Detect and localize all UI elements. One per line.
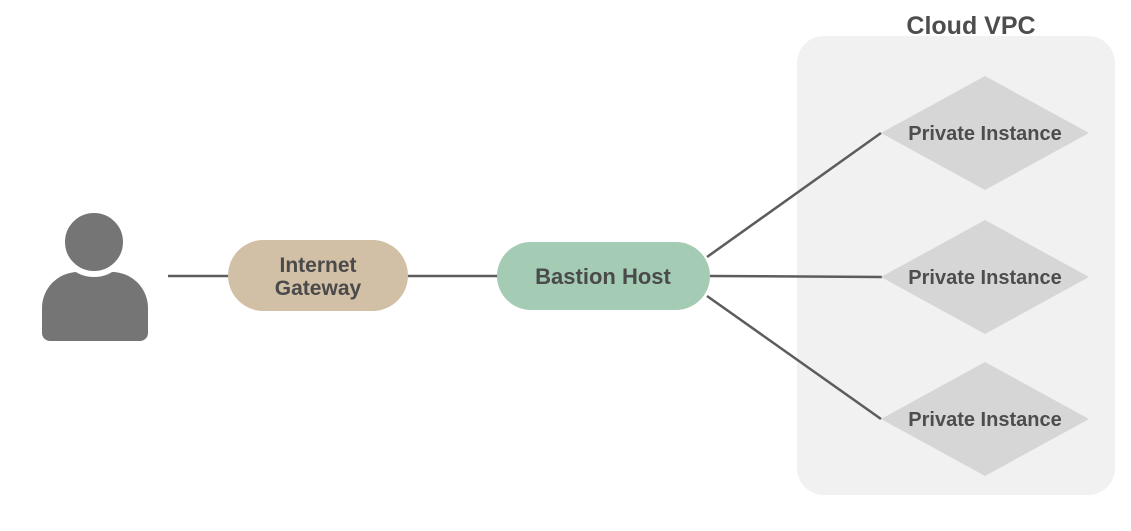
edge-bastion-host-to-private-instance-1 xyxy=(706,131,882,259)
user-node xyxy=(42,207,148,341)
internet-gateway-label-line2: Gateway xyxy=(275,277,362,300)
node-bastion-host: Bastion Host xyxy=(497,242,710,310)
node-private-instance-3: Private Instance xyxy=(881,362,1089,476)
bastion-host-label: Bastion Host xyxy=(535,264,671,289)
node-private-instance-1: Private Instance xyxy=(881,76,1089,190)
private-instance-1-label: Private Instance xyxy=(908,123,1061,145)
private-instance-1-diamond xyxy=(881,76,1089,190)
edges xyxy=(168,131,883,421)
private-instance-2-diamond xyxy=(881,220,1089,334)
internet-gateway-pill xyxy=(228,240,408,311)
private-instance-3-label: Private Instance xyxy=(908,409,1061,431)
private-instance-2-label: Private Instance xyxy=(908,267,1061,289)
internet-gateway-label-line1: Internet xyxy=(279,254,356,277)
edge-bastion-host-to-private-instance-2 xyxy=(709,274,883,279)
person-icon-head xyxy=(59,207,129,277)
private-instance-3-diamond xyxy=(881,362,1089,476)
node-internet-gateway: Internet Gateway xyxy=(228,240,408,311)
vpc-title: Cloud VPC xyxy=(906,12,1035,40)
person-icon-body xyxy=(42,272,148,341)
edge-bastion-host-to-private-instance-3 xyxy=(706,294,882,421)
node-private-instance-2: Private Instance xyxy=(881,220,1089,334)
bastion-host-pill xyxy=(497,242,710,310)
